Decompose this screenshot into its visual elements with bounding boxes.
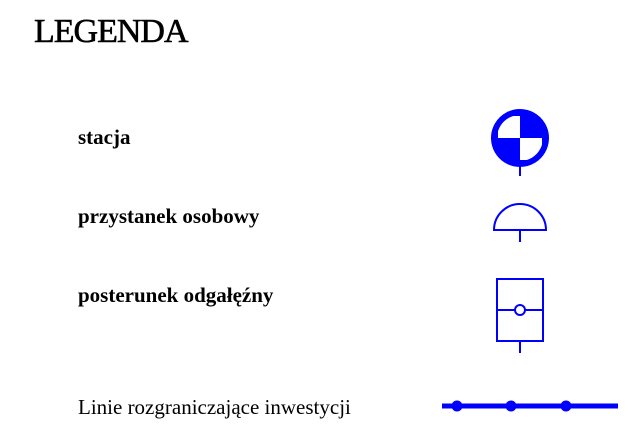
boundary-line-dot <box>505 400 517 412</box>
legend-label-passenger-stop: przystanek osobowy <box>78 204 260 228</box>
legend-label-boundary-line: Linie rozgraniczające inwestycji <box>78 395 351 419</box>
legend-label-station: stacja <box>78 125 131 149</box>
boundary-line-dot <box>560 400 572 412</box>
junction-post-symbol <box>496 278 544 353</box>
boundary-line-dot <box>451 400 463 412</box>
junction-post-node <box>514 304 526 316</box>
station-symbol <box>491 109 549 176</box>
station-outer-ring <box>491 109 549 167</box>
passenger-stop-symbol <box>492 203 548 242</box>
legend-title: LEGENDA <box>34 13 189 51</box>
boundary-line-symbol <box>442 400 618 412</box>
legend-label-junction-post: posterunek odgałęźny <box>78 283 274 307</box>
passenger-stop-dome <box>492 203 548 231</box>
